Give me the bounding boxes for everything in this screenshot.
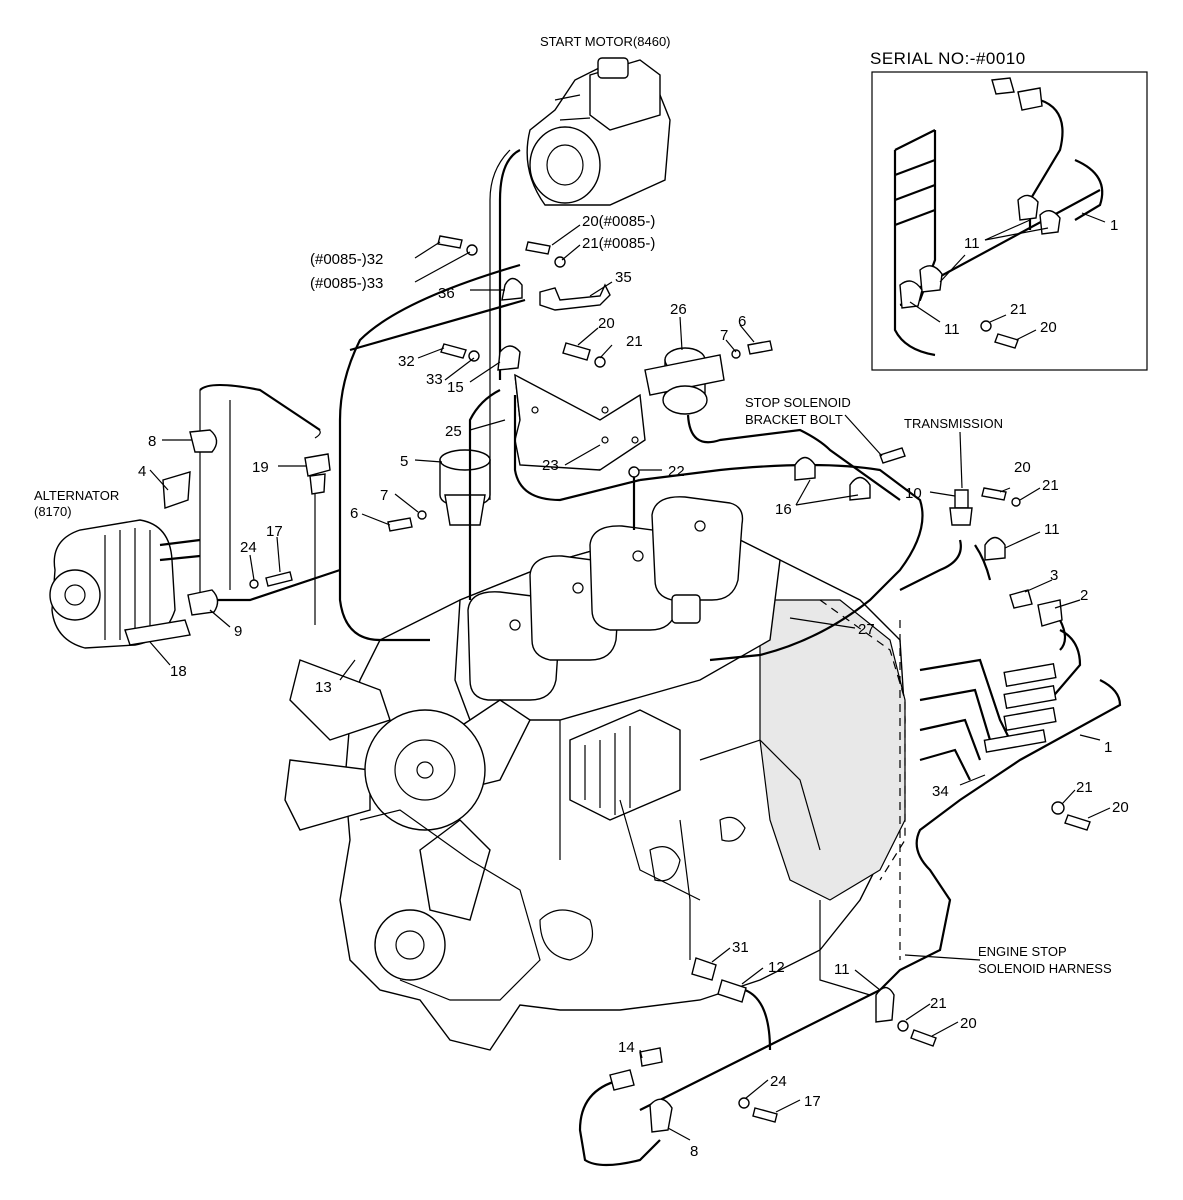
callout-32-0085: (#0085-)32 bbox=[310, 251, 383, 268]
callout-31: 31 bbox=[732, 939, 749, 956]
inset-callouts: 1 11 11 21 20 bbox=[944, 217, 1118, 338]
wiring-harness-paths bbox=[199, 149, 1122, 1167]
callout-12: 12 bbox=[768, 959, 785, 976]
callout-33: 33 bbox=[426, 371, 443, 388]
diagram-captions: START MOTOR(8460) ALTERNATOR (8170) STOP… bbox=[34, 34, 1112, 976]
relay-switch-illustration bbox=[439, 449, 491, 526]
callout-33-0085: (#0085-)33 bbox=[310, 275, 383, 292]
caption-stop-solenoid: STOP SOLENOID bbox=[745, 395, 851, 410]
stop-solenoid-illustration bbox=[644, 347, 725, 415]
callout-16: 16 bbox=[775, 501, 792, 518]
callout-8-a: 8 bbox=[148, 433, 156, 450]
inset-callout-11-b: 11 bbox=[944, 321, 960, 338]
callout-1: 1 bbox=[1104, 739, 1112, 756]
harness-connector-block bbox=[919, 658, 1057, 781]
callout-34: 34 bbox=[932, 783, 949, 800]
serial-inset-panel bbox=[871, 71, 1148, 371]
callout-6-b: 6 bbox=[350, 505, 358, 522]
callout-15: 15 bbox=[447, 379, 464, 396]
callout-21-a: 21 bbox=[626, 333, 643, 350]
callout-24-b: 24 bbox=[770, 1073, 787, 1090]
caption-solenoid-harness: SOLENOID HARNESS bbox=[978, 961, 1112, 976]
callout-11-a: 11 bbox=[1044, 521, 1060, 538]
callout-21-d: 21 bbox=[930, 995, 947, 1012]
callout-9: 9 bbox=[234, 623, 242, 640]
callout-20-b: 20 bbox=[1014, 459, 1031, 476]
inset-callout-20: 20 bbox=[1040, 319, 1057, 336]
callout-21-0085: 21(#0085-) bbox=[582, 235, 655, 252]
caption-transmission: TRANSMISSION bbox=[904, 416, 1003, 431]
callout-6-a: 6 bbox=[738, 313, 746, 330]
callout-21-c: 21 bbox=[1076, 779, 1093, 796]
caption-start-motor: START MOTOR(8460) bbox=[540, 34, 671, 49]
callout-17-b: 17 bbox=[804, 1093, 821, 1110]
part-callouts: 20(#0085-) 21(#0085-) (#0085-)32 (#0085-… bbox=[138, 213, 1129, 1160]
callout-27: 27 bbox=[858, 621, 875, 638]
inset-callout-21: 21 bbox=[1010, 301, 1027, 318]
callout-25: 25 bbox=[445, 423, 462, 440]
start-motor-illustration bbox=[526, 57, 671, 206]
callout-4: 4 bbox=[138, 463, 146, 480]
callout-14: 14 bbox=[618, 1039, 635, 1056]
callout-3: 3 bbox=[1050, 567, 1058, 584]
callout-20-d: 20 bbox=[960, 1015, 977, 1032]
callout-10: 10 bbox=[905, 485, 922, 502]
caption-engine-stop: ENGINE STOP bbox=[978, 944, 1067, 959]
callout-23: 23 bbox=[542, 457, 559, 474]
callout-17-a: 17 bbox=[266, 523, 283, 540]
callout-26: 26 bbox=[670, 301, 687, 318]
inset-callout-11-a: 11 bbox=[964, 235, 980, 252]
callout-21-b: 21 bbox=[1042, 477, 1059, 494]
callout-24-a: 24 bbox=[240, 539, 257, 556]
callout-19: 19 bbox=[252, 459, 269, 476]
callout-5: 5 bbox=[400, 453, 408, 470]
callout-7-a: 7 bbox=[720, 327, 728, 344]
bracket-23-illustration bbox=[514, 373, 646, 471]
callout-20-0085: 20(#0085-) bbox=[582, 213, 655, 230]
callout-11-b: 11 bbox=[834, 961, 850, 978]
callout-2: 2 bbox=[1080, 587, 1088, 604]
alternator-illustration bbox=[49, 519, 201, 649]
caption-alternator-code: (8170) bbox=[34, 504, 72, 519]
caption-bracket-bolt: BRACKET BOLT bbox=[745, 412, 843, 427]
callout-20-a: 20 bbox=[598, 315, 615, 332]
callout-20-c: 20 bbox=[1112, 799, 1129, 816]
fasteners-and-clamps bbox=[124, 235, 1091, 1133]
callout-32: 32 bbox=[398, 353, 415, 370]
callout-18: 18 bbox=[170, 663, 187, 680]
callout-22: 22 bbox=[668, 463, 685, 480]
caption-alternator: ALTERNATOR bbox=[34, 488, 119, 503]
callout-leader-lines bbox=[149, 224, 1111, 1141]
inset-callout-1: 1 bbox=[1110, 217, 1118, 234]
callout-36: 36 bbox=[438, 285, 455, 302]
callout-13: 13 bbox=[315, 679, 332, 696]
callout-8-b: 8 bbox=[690, 1143, 698, 1160]
inset-title: SERIAL NO:-#0010 bbox=[870, 49, 1026, 68]
callout-7-b: 7 bbox=[380, 487, 388, 504]
callout-35: 35 bbox=[615, 269, 632, 286]
engine-assembly-illustration bbox=[284, 496, 906, 1051]
